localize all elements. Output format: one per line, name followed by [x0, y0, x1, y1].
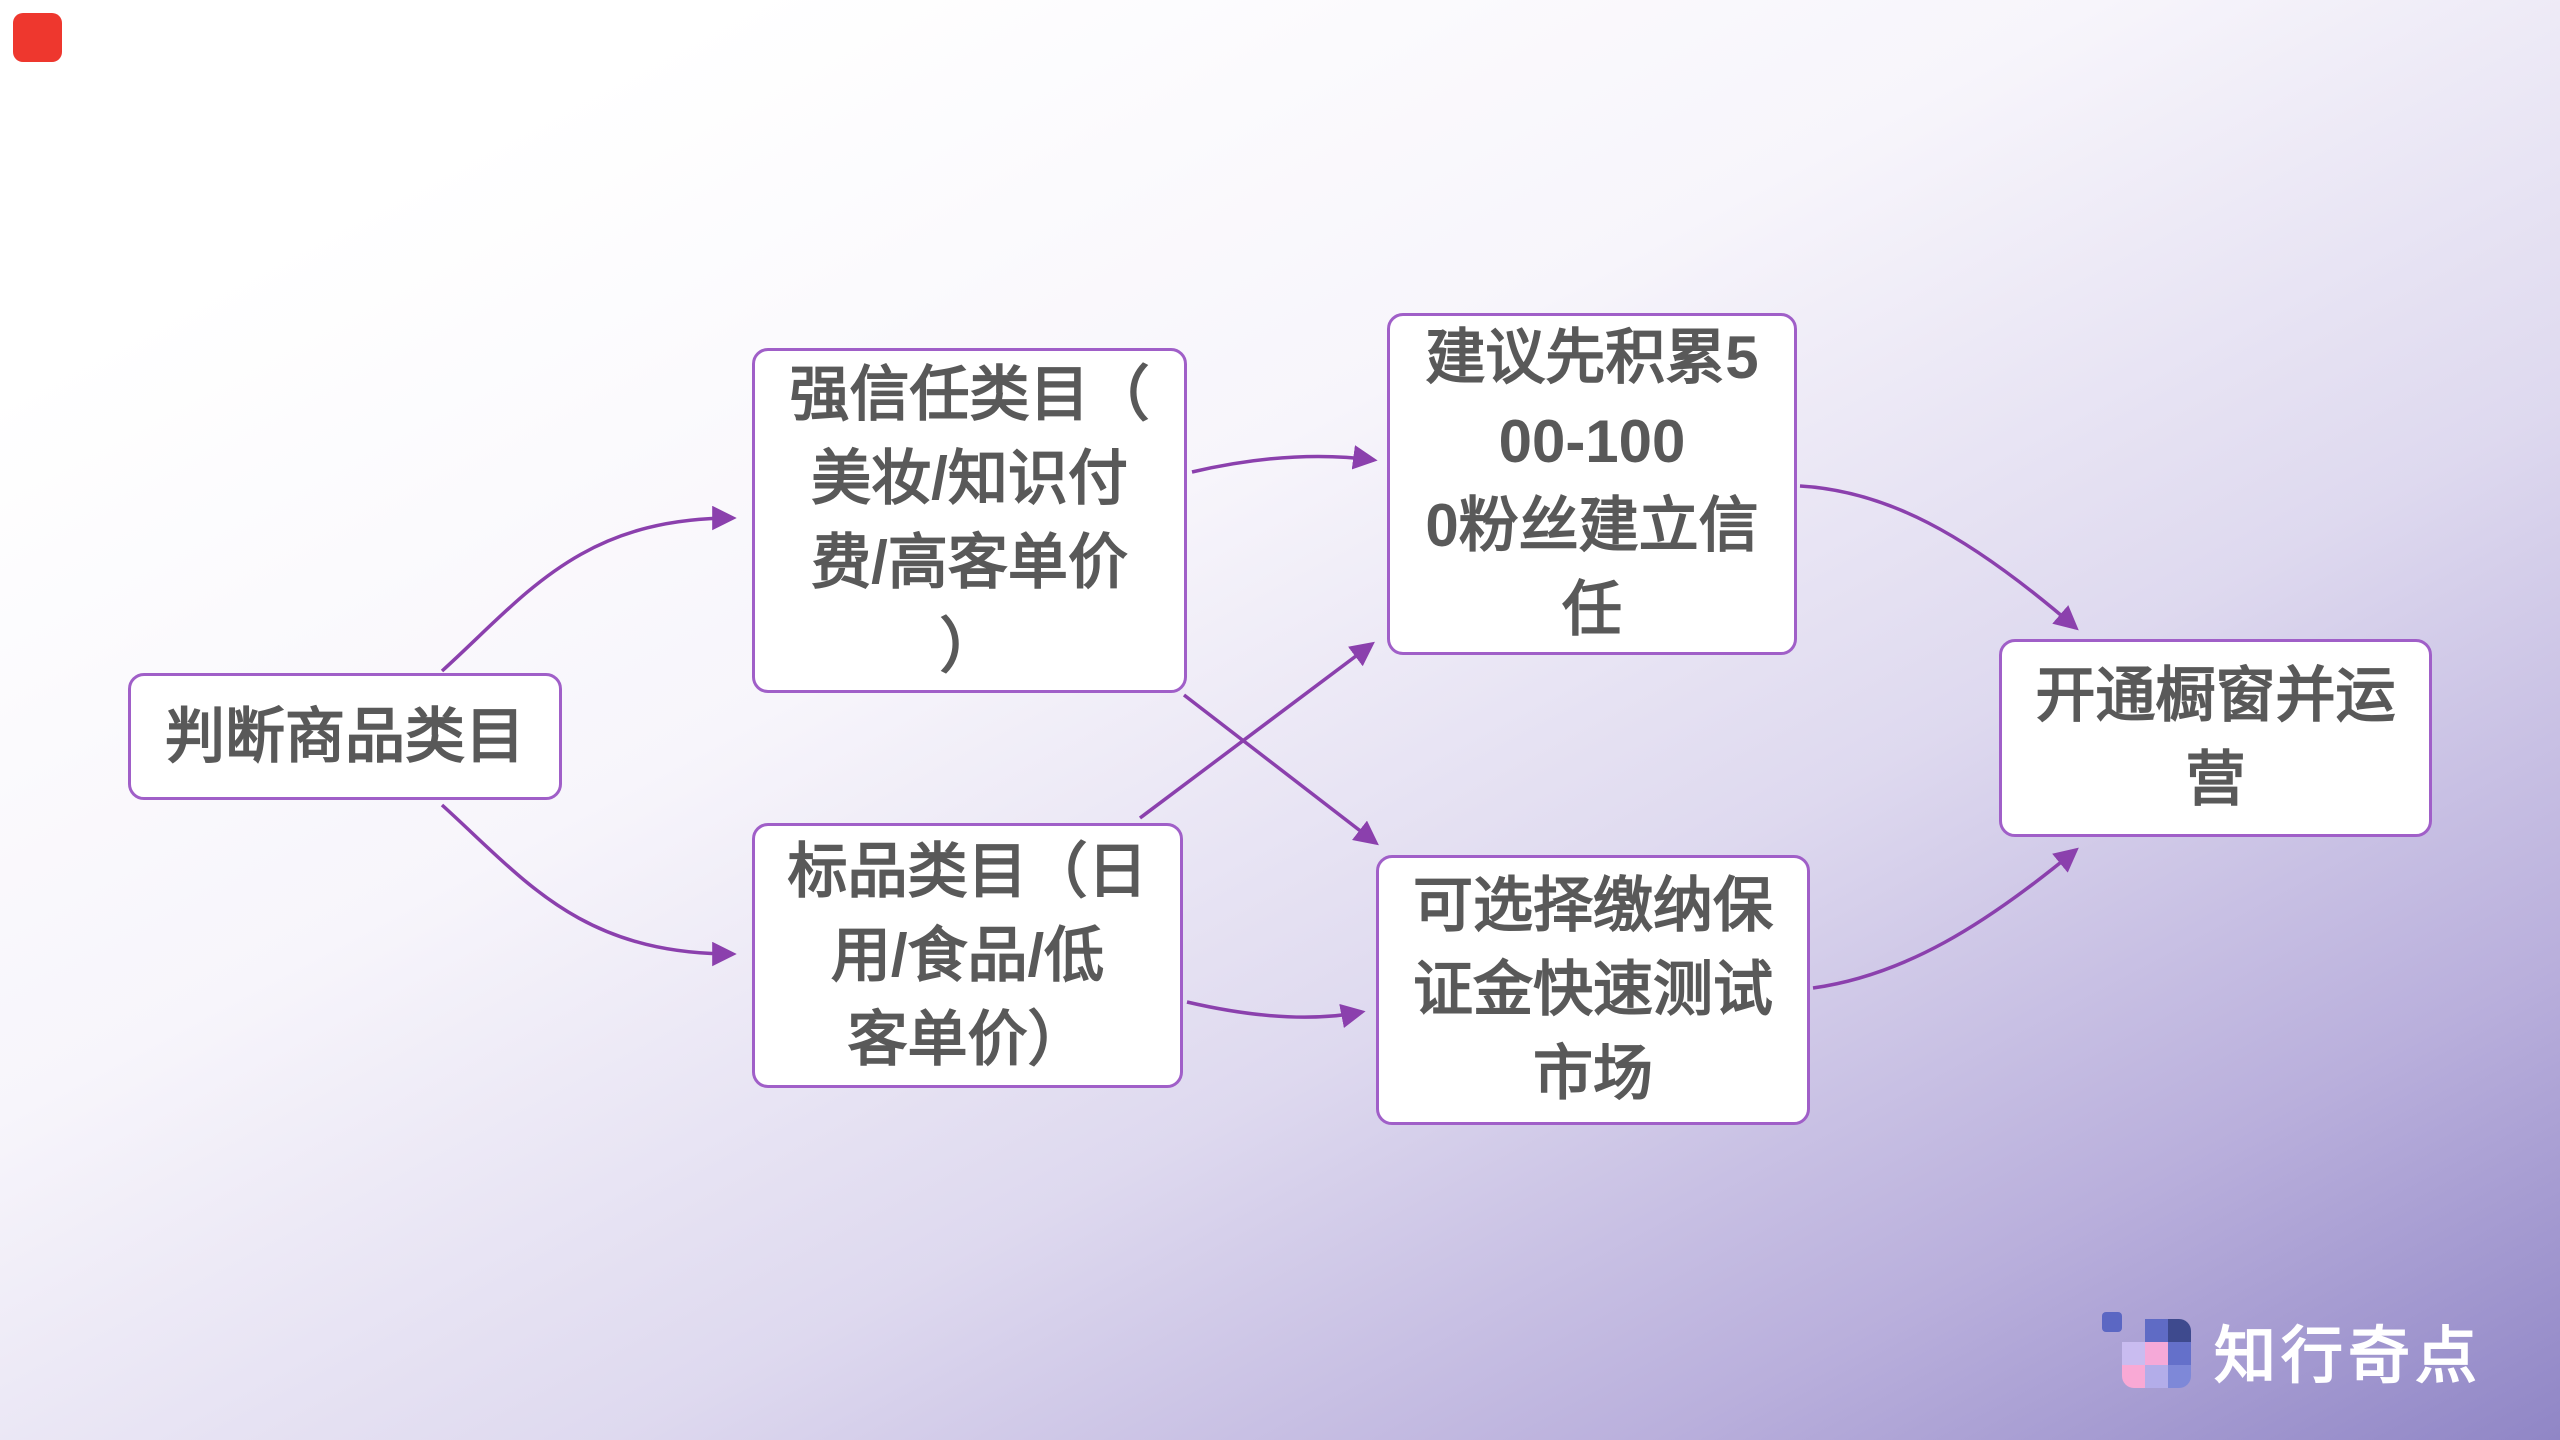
connector-strong-trust-to-fans — [1191, 445, 1378, 474]
connector-judge-to-strong-trust — [440, 505, 737, 673]
logo-cell-detached — [2102, 1312, 2122, 1332]
logo-cell-mid-center — [2145, 1342, 2168, 1365]
brand-logo: 知行奇点 — [2100, 1310, 2482, 1404]
connector-standard-to-deposit — [1186, 1000, 1366, 1028]
flow-node-open-showcase: 开通橱窗并运 营 — [1999, 639, 2432, 837]
logo-cell-top-right — [2168, 1319, 2191, 1342]
zhixing-qidian-logo-icon — [2100, 1310, 2192, 1404]
logo-cell-bottom-right — [2168, 1365, 2191, 1388]
red-corner-marker — [13, 13, 62, 62]
flow-node-judge-category: 判断商品类目 — [128, 673, 562, 800]
logo-cell-bottom-center — [2145, 1365, 2168, 1388]
brand-logo-text: 知行奇点 — [2214, 1322, 2483, 1391]
connector-deposit-to-showcase — [1812, 847, 2079, 990]
connector-fans-to-showcase — [1799, 484, 2079, 631]
flow-node-pay-deposit: 可选择缴纳保 证金快速测试 市场 — [1376, 855, 1810, 1125]
flow-node-strong-trust-category: 强信任类目（ 美妆/知识付 费/高客单价 ） — [752, 348, 1187, 693]
connector-strong-trust-to-deposit — [1182, 693, 1379, 846]
logo-cell-mid-right — [2168, 1342, 2191, 1365]
logo-cell-bottom-left — [2122, 1365, 2145, 1388]
flow-node-standard-category: 标品类目（日 用/食品/低 客单价） — [752, 823, 1183, 1088]
connector-judge-to-standard — [440, 803, 737, 967]
flow-node-accumulate-fans: 建议先积累5 00-100 0粉丝建立信 任 — [1387, 313, 1797, 655]
logo-cell-top-mid — [2145, 1319, 2168, 1342]
logo-cell-mid-left — [2122, 1342, 2145, 1365]
